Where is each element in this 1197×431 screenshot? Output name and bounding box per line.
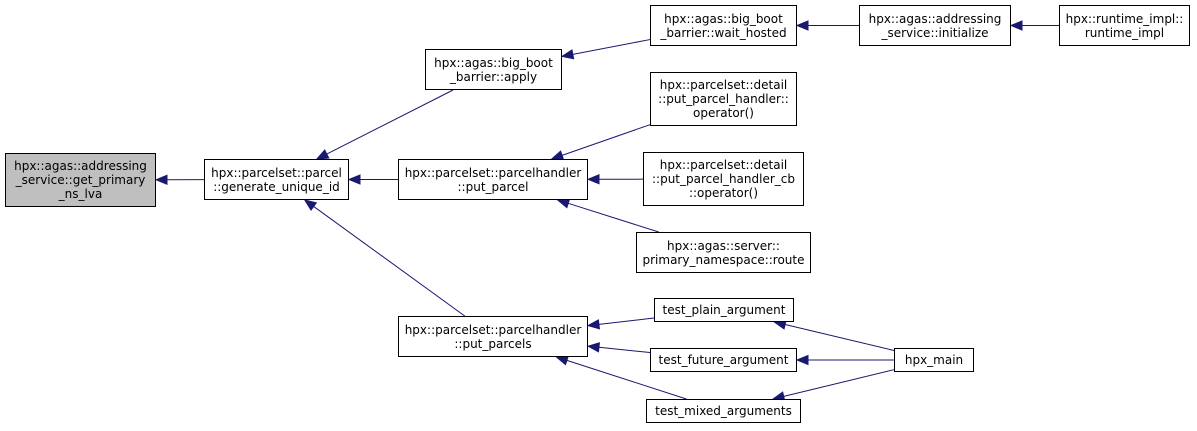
node-label-line: ::put_parcels — [454, 336, 532, 351]
node-label-line: test_future_argument — [658, 353, 789, 367]
node-label-line: operator() — [693, 106, 754, 120]
node-put-parcel[interactable]: hpx::parcelset::parcelhandler::put_parce… — [398, 159, 588, 200]
node-label-line: _service::initialize — [881, 25, 989, 40]
node-label-line: test_mixed_arguments — [655, 404, 792, 418]
node-primary-namespace-route[interactable]: hpx::agas::server::primary_namespace::ro… — [636, 232, 811, 273]
node-runtime-impl[interactable]: hpx::runtime_impl::runtime_impl — [1059, 5, 1190, 46]
node-wait-hosted[interactable]: hpx::agas::big_boot_barrier::wait_hosted — [650, 5, 797, 46]
node-label-line: hpx::parcelset::parcelhandler — [404, 322, 582, 337]
node-label-line: _barrier::wait_hosted — [660, 25, 787, 40]
node-hpx-main[interactable]: hpx_main — [894, 348, 974, 372]
node-label-line: hpx::agas::addressing — [868, 11, 1002, 26]
node-label-line: test_plain_argument — [662, 303, 786, 317]
node-test-future-argument[interactable]: test_future_argument — [650, 348, 797, 372]
node-label-line: hpx_main — [904, 353, 964, 367]
node-label-line: _service::get_primary — [15, 173, 146, 187]
edge-arrowhead — [586, 174, 600, 185]
node-label-line: hpx::agas::server:: — [667, 238, 780, 253]
node-label-line: hpx::agas::big_boot — [434, 55, 553, 70]
node-label-line: hpx::parcelset::parcelhandler — [404, 165, 582, 180]
node-label-line: hpx::parcelset::parcel — [211, 165, 342, 180]
node-addressing-service-initialize[interactable]: hpx::agas::addressing_service::initializ… — [859, 5, 1011, 46]
edge-arrowhead — [303, 199, 318, 211]
node-label-line: hpx::parcelset::detail — [659, 158, 788, 172]
node-label-line: hpx::runtime_impl:: — [1065, 11, 1184, 26]
node-label-line: ::operator() — [688, 186, 759, 200]
edge-arrowhead — [154, 174, 168, 186]
node-label-line: hpx::agas::addressing — [14, 159, 147, 173]
node-put-parcel-handler-operator[interactable]: hpx::parcelset::detail::put_parcel_handl… — [650, 72, 797, 126]
edge-test_plain_argument-to-put_parcels — [598, 317, 655, 325]
node-label-line: primary_namespace::route — [642, 252, 805, 267]
edge-test_mixed_arguments-to-put_parcels — [566, 359, 687, 400]
node-label-line: ::put_parcel — [457, 179, 529, 194]
edge-put_parcels-to-generate_unique_id — [313, 206, 466, 317]
node-put-parcels[interactable]: hpx::parcelset::parcelhandler::put_parce… — [398, 316, 588, 357]
edge-arrowhead — [555, 355, 569, 366]
edge-arrowhead — [586, 342, 600, 353]
node-big-boot-barrier-apply[interactable]: hpx::agas::big_boot_barrier::apply — [425, 49, 562, 90]
node-label-line: runtime_impl — [1084, 25, 1165, 40]
edge-hpx_main-to-test_plain_argument — [784, 324, 895, 351]
edge-wait_hosted-to-big_boot_apply — [572, 39, 651, 55]
edge-test_future_argument-to-put_parcels — [598, 346, 651, 354]
node-test-mixed-arguments[interactable]: test_mixed_arguments — [646, 399, 801, 423]
edge-hpx_main-to-test_mixed_arguments — [783, 369, 895, 397]
node-label-line: ::generate_unique_id — [213, 179, 340, 194]
edge-big_boot_apply-to-generate_unique_id — [326, 89, 454, 155]
edge-arrowhead — [556, 198, 571, 209]
edge-arrowhead — [1009, 20, 1023, 31]
edge-arrowhead — [315, 149, 330, 160]
node-label-line: hpx::agas::big_boot — [664, 11, 783, 26]
node-label-line: hpx::parcelset::detail — [659, 78, 788, 92]
node-label-line: ::put_parcel_handler:: — [658, 92, 789, 106]
node-get-primary-ns-lva: hpx::agas::addressing_service::get_prima… — [5, 153, 156, 207]
node-test-plain-argument[interactable]: test_plain_argument — [654, 298, 794, 322]
edge-arrowhead — [347, 174, 361, 185]
edge-primary_namespace_route-to-put_parcel — [568, 202, 659, 233]
node-generate-unique-id[interactable]: hpx::parcelset::parcel::generate_unique_… — [204, 159, 349, 200]
edge-put_parcel_handler_op-to-put_parcel — [561, 124, 651, 156]
edge-arrowhead — [795, 354, 809, 366]
node-put-parcel-handler-cb-operator[interactable]: hpx::parcelset::detail::put_parcel_handl… — [643, 152, 804, 206]
edge-arrowhead — [560, 49, 575, 60]
edge-arrowhead — [586, 319, 601, 330]
edge-arrowhead — [795, 20, 809, 31]
node-label-line: ::put_parcel_handler_cb — [651, 172, 795, 186]
node-label-line: _barrier::apply — [449, 69, 538, 84]
node-label-line: _ns_lva — [58, 187, 103, 201]
